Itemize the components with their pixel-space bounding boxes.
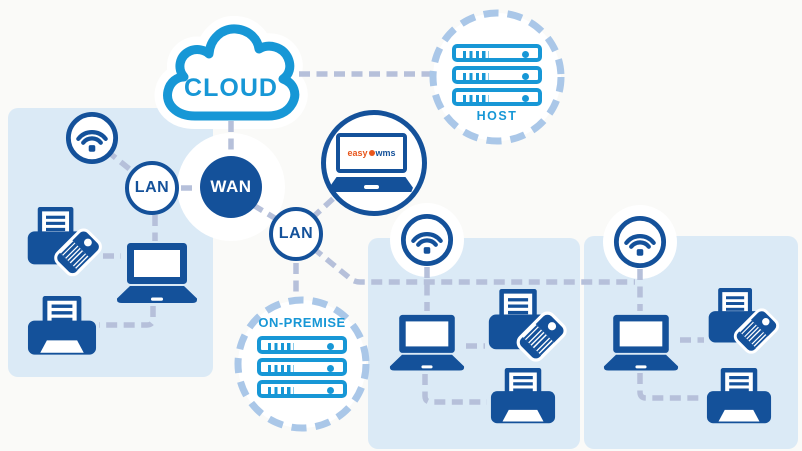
wms-terminal-notch	[364, 185, 379, 189]
host-server-1	[452, 44, 542, 62]
server-slats-icon	[463, 50, 489, 59]
laptop-icon-left	[116, 242, 198, 303]
lan-node-right: LAN	[269, 207, 323, 261]
server-led-icon	[327, 342, 334, 350]
cloud-label: CLOUD	[184, 74, 278, 102]
wms-terminal-base	[329, 177, 413, 192]
wifi-icon-left	[65, 111, 119, 165]
printer-icon-right	[706, 368, 772, 425]
label-printer-icon-middle	[487, 289, 571, 368]
host-server-2	[452, 66, 542, 84]
wifi-icon-right	[613, 215, 667, 269]
server-slats-icon	[268, 364, 294, 373]
link-lanright-sites	[311, 245, 635, 285]
host-server-3	[452, 88, 542, 106]
server-led-icon	[522, 72, 529, 80]
laptop-icon-middle	[389, 314, 465, 371]
laptop-icon-right	[603, 314, 679, 371]
link-laptop-printer-middle	[422, 374, 487, 405]
cloud-shape	[163, 24, 300, 121]
wan-node: WAN	[200, 156, 262, 218]
server-slats-icon	[463, 94, 489, 103]
server-slats-icon	[268, 386, 294, 395]
link-lanright-wms	[310, 193, 338, 221]
link-laptop-printer-right	[637, 373, 704, 401]
on-premise-server-1	[257, 336, 347, 354]
lan-node-left: LAN	[125, 161, 179, 215]
server-slats-icon	[463, 72, 489, 81]
wifi-icon-middle	[400, 213, 454, 267]
server-led-icon	[327, 364, 334, 372]
printer-icon-middle	[490, 368, 556, 425]
on-premise-server-2	[257, 358, 347, 376]
label-printer-icon-left	[26, 207, 106, 282]
wms-logo-gear-icon	[368, 150, 375, 156]
server-led-icon	[522, 50, 529, 58]
printer-icon-left	[27, 296, 97, 357]
host-label: HOST	[476, 109, 518, 123]
on-premise-server-3	[257, 380, 347, 398]
server-led-icon	[522, 94, 529, 102]
wms-logo-easy: easy	[347, 148, 368, 158]
server-slats-icon	[268, 342, 294, 351]
on-premise-label: ON-PREMISE	[258, 315, 346, 330]
label-printer-icon-right	[707, 288, 783, 359]
wms-logo-wms: wms	[375, 148, 396, 158]
link-laptop-printer-left	[99, 306, 156, 328]
server-led-icon	[327, 386, 334, 394]
